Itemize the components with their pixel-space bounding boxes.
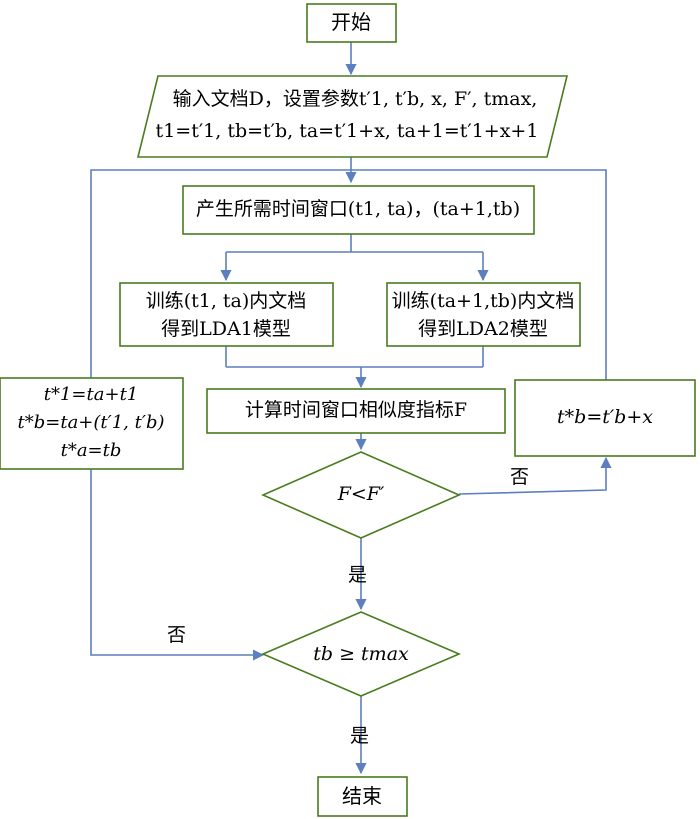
update-left-line2: t*b=ta+(t′1, t′b) bbox=[17, 412, 165, 433]
decision1-no-label: 否 bbox=[510, 466, 530, 488]
update-left-line1: t*1=ta+t1 bbox=[43, 384, 139, 405]
edge-decision1-no bbox=[458, 456, 612, 495]
input-label-line1: 输入文档D，设置参数t′1, t′b, x, F′, tmax, bbox=[172, 88, 538, 110]
update-left-line3: t*a=tb bbox=[60, 440, 122, 461]
train1-label-line2: 得到LDA1模型 bbox=[161, 318, 291, 340]
decision1-yes-label: 是 bbox=[348, 564, 368, 586]
similarity-node bbox=[206, 388, 506, 434]
input-node bbox=[136, 75, 569, 158]
decision2-no-label: 否 bbox=[167, 624, 187, 646]
train1-label-line1: 训练(t1, ta)内文档 bbox=[145, 290, 307, 312]
update-right-node bbox=[514, 379, 696, 457]
window-node bbox=[182, 185, 535, 235]
update-left-node bbox=[0, 377, 184, 470]
decision1-label: F<F′ bbox=[337, 483, 385, 505]
decision2-label: tb ≥ tmax bbox=[313, 643, 409, 665]
train2-node bbox=[386, 282, 581, 347]
start-node bbox=[306, 3, 397, 43]
edge-left-loop bbox=[90, 169, 351, 378]
end-label: 结束 bbox=[342, 784, 382, 808]
update-right-label: t*b=t′b+x bbox=[557, 406, 653, 428]
decision2-yes-label: 是 bbox=[350, 725, 370, 747]
end-node bbox=[317, 776, 408, 817]
input-label-line2: t1=t′1, tb=t′b, ta=t′1+x, ta+1=t′1+x+1 bbox=[155, 120, 539, 142]
similarity-label: 计算时间窗口相似度指标F bbox=[244, 399, 468, 421]
start-label: 开始 bbox=[331, 10, 371, 34]
window-label: 产生所需时间窗口(t1, ta)，(ta+1,tb) bbox=[195, 198, 521, 220]
edge-left-to-decision2 bbox=[90, 469, 265, 661]
train2-label-line2: 得到LDA2模型 bbox=[418, 318, 548, 340]
train2-label-line1: 训练(ta+1,tb)内文档 bbox=[391, 290, 575, 312]
edge-right-loop bbox=[351, 169, 607, 380]
decision1-node bbox=[261, 451, 461, 539]
train1-node bbox=[119, 282, 334, 347]
decision2-node bbox=[260, 611, 462, 697]
